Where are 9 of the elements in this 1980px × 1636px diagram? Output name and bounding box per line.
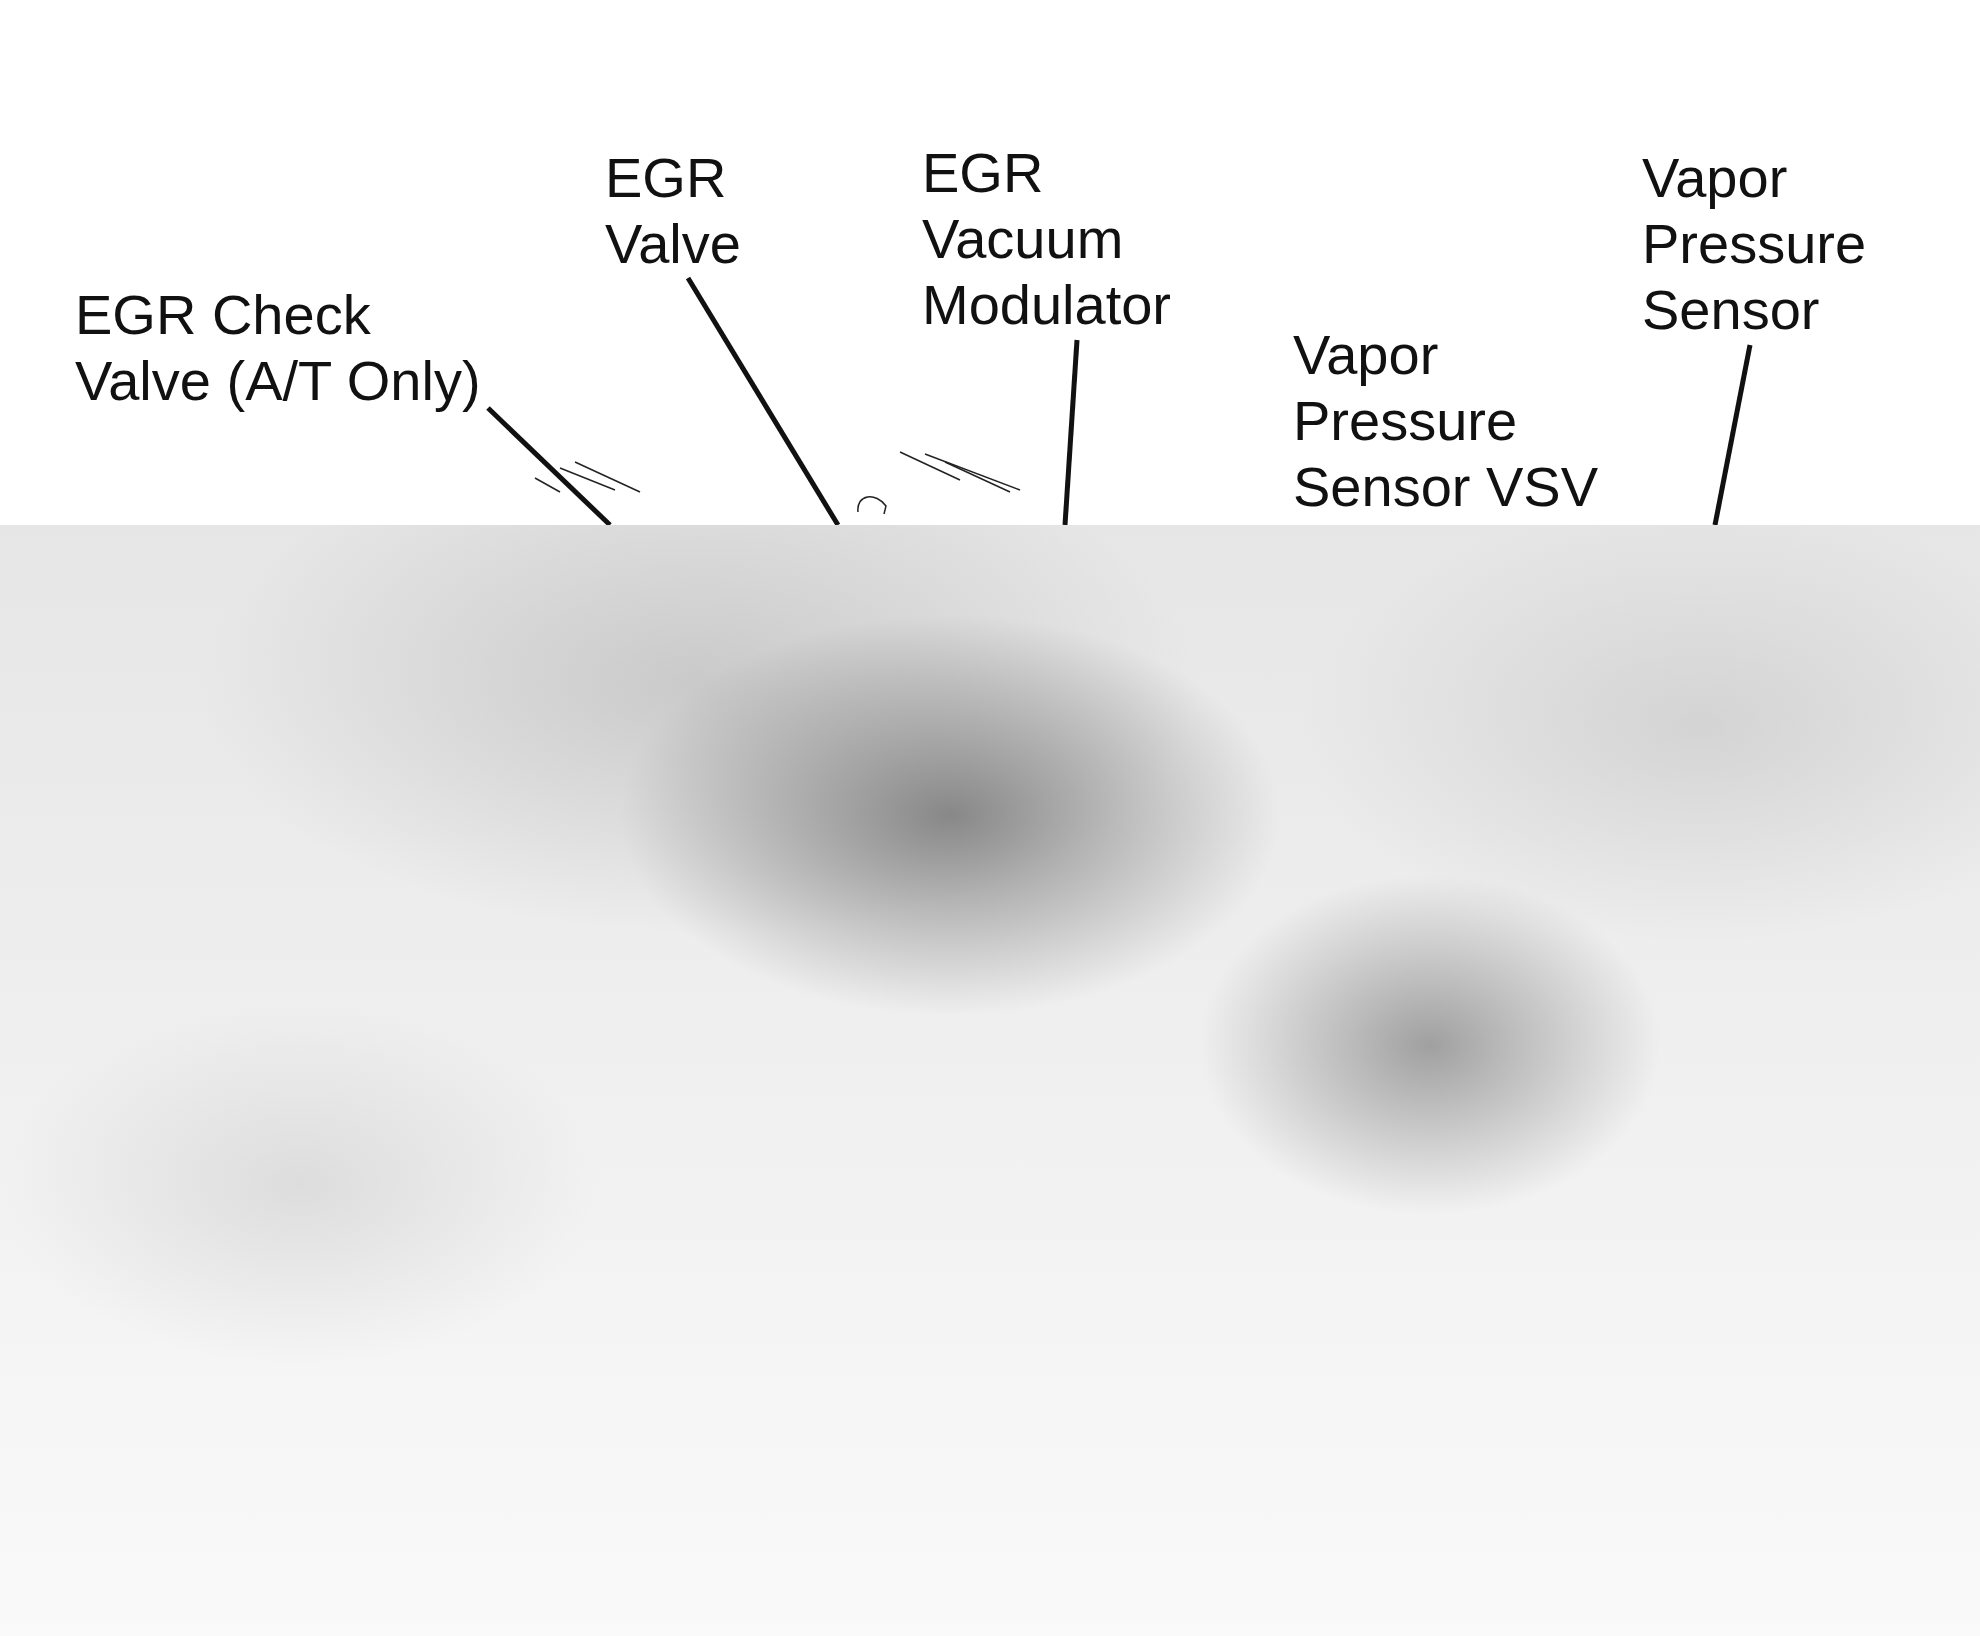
part-label: EGR Vacuum Modulator [922,140,1173,338]
leader-line [486,406,612,527]
part-label: Vapor Pressure Sensor [1642,145,1868,343]
part-label: EGR Check Valve (A/T Only) [75,282,482,414]
leader-line [1062,339,1080,526]
part-label: EGR Valve [605,145,742,277]
part-label: Vapor Pressure Sensor VSV [1293,322,1600,520]
leader-line [685,276,841,527]
leader-line [1712,344,1753,526]
